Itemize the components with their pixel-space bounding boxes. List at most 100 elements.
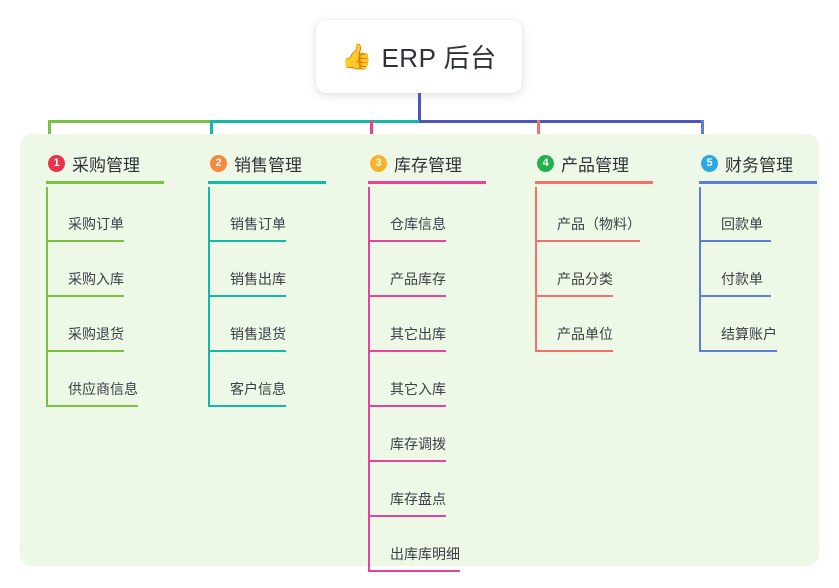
category-column-5: 5 财务管理回款单付款单结算账户 [691, 145, 817, 352]
list-item[interactable]: 采购入库 [46, 242, 164, 297]
column-drop-line [701, 120, 704, 145]
list-item-label: 其它出库 [390, 326, 446, 342]
column-title: 库存管理 [394, 155, 462, 175]
list-item[interactable]: 销售退货 [208, 297, 326, 352]
list-item-label: 供应商信息 [68, 381, 138, 397]
list-item-rule [368, 460, 446, 462]
list-item-label: 销售出库 [230, 271, 286, 287]
column-item-list: 回款单付款单结算账户 [699, 187, 817, 352]
list-item-label: 产品（物料） [557, 216, 641, 232]
list-item[interactable]: 其它入库 [368, 352, 486, 407]
list-item[interactable]: 销售订单 [208, 187, 326, 242]
list-item[interactable]: 采购订单 [46, 187, 164, 242]
column-item-list: 仓库信息产品库存其它出库其它入库库存调拨库存盘点出库库明细 [368, 187, 486, 572]
root-title-card[interactable]: 👍 ERP 后台 [316, 20, 522, 93]
list-item-rule [368, 570, 460, 572]
list-item-rule [535, 350, 613, 352]
column-spine-line [699, 187, 701, 352]
column-number-badge: 4 [537, 154, 554, 172]
list-item-label: 销售订单 [230, 216, 286, 232]
list-item-rule [208, 350, 286, 352]
column-drop-line [537, 120, 540, 145]
list-item[interactable]: 产品库存 [368, 242, 486, 297]
list-item-label: 采购订单 [68, 216, 124, 232]
column-title: 销售管理 [234, 155, 302, 175]
list-item[interactable]: 库存盘点 [368, 462, 486, 517]
list-item-label: 结算账户 [721, 326, 777, 342]
list-item[interactable]: 产品单位 [535, 297, 653, 352]
column-item-list: 采购订单采购入库采购退货供应商信息 [46, 187, 164, 407]
column-item-list: 销售订单销售出库销售退货客户信息 [208, 187, 326, 407]
list-item-label: 库存调拨 [390, 436, 446, 452]
list-item[interactable]: 结算账户 [699, 297, 817, 352]
column-header-rule [699, 181, 817, 184]
list-item-label: 库存盘点 [390, 491, 446, 507]
root-stem-line [418, 93, 421, 123]
list-item-rule [368, 405, 446, 407]
list-item-label: 产品库存 [390, 271, 446, 287]
column-number-badge: 3 [370, 154, 387, 172]
list-item[interactable]: 产品分类 [535, 242, 653, 297]
bus-segment [48, 120, 213, 123]
column-drop-line [210, 120, 213, 145]
category-column-4: 4 产品管理产品（物料） 产品分类产品单位 [527, 145, 653, 352]
bus-segment [210, 120, 422, 123]
list-item-label: 产品分类 [557, 271, 613, 287]
list-item-rule [699, 295, 771, 297]
list-item[interactable]: 回款单 [699, 187, 817, 242]
list-item[interactable]: 库存调拨 [368, 407, 486, 462]
column-spine-line [368, 187, 370, 572]
list-item[interactable]: 其它出库 [368, 297, 486, 352]
bus-segment [537, 120, 704, 123]
list-item[interactable]: 付款单 [699, 242, 817, 297]
list-item-rule [368, 350, 446, 352]
list-item-rule [699, 240, 771, 242]
column-number-badge: 5 [701, 154, 718, 172]
list-item-label: 销售退货 [230, 326, 286, 342]
list-item[interactable]: 供应商信息 [46, 352, 164, 407]
column-header-rule [368, 181, 486, 184]
list-item[interactable]: 出库库明细 [368, 517, 486, 572]
list-item-rule [535, 295, 613, 297]
list-item-label: 付款单 [721, 271, 763, 287]
bus-segment [419, 120, 540, 123]
list-item-rule [368, 515, 446, 517]
list-item-label: 采购退货 [68, 326, 124, 342]
column-title: 产品管理 [561, 155, 629, 175]
column-title: 财务管理 [725, 155, 793, 175]
column-header-3[interactable]: 3 库存管理 [360, 145, 486, 181]
column-header-rule [46, 181, 164, 184]
column-spine-line [46, 187, 48, 407]
column-header-rule [535, 181, 653, 184]
list-item[interactable]: 销售出库 [208, 242, 326, 297]
column-title: 采购管理 [72, 155, 140, 175]
list-item[interactable]: 采购退货 [46, 297, 164, 352]
list-item-rule [46, 350, 124, 352]
list-item[interactable]: 仓库信息 [368, 187, 486, 242]
list-item-label: 其它入库 [390, 381, 446, 397]
list-item-rule [699, 350, 777, 352]
column-header-5[interactable]: 5 财务管理 [691, 145, 817, 181]
list-item-label: 采购入库 [68, 271, 124, 287]
list-item-rule [208, 295, 286, 297]
column-header-4[interactable]: 4 产品管理 [527, 145, 653, 181]
column-item-list: 产品（物料） 产品分类产品单位 [535, 187, 653, 352]
list-item-rule [46, 295, 124, 297]
column-drop-line [370, 120, 373, 145]
list-item[interactable]: 产品（物料） [535, 187, 653, 242]
column-spine-line [535, 187, 537, 352]
thumbs-up-icon: 👍 [341, 42, 373, 71]
list-item-label: 出库库明细 [390, 546, 460, 562]
column-header-rule [208, 181, 326, 184]
list-item-rule [46, 405, 138, 407]
list-item-rule [535, 240, 640, 242]
list-item-label: 客户信息 [230, 381, 286, 397]
list-item-rule [368, 295, 446, 297]
category-column-3: 3 库存管理仓库信息产品库存其它出库其它入库库存调拨库存盘点出库库明细 [360, 145, 486, 572]
list-item[interactable]: 客户信息 [208, 352, 326, 407]
list-item-rule [208, 240, 286, 242]
